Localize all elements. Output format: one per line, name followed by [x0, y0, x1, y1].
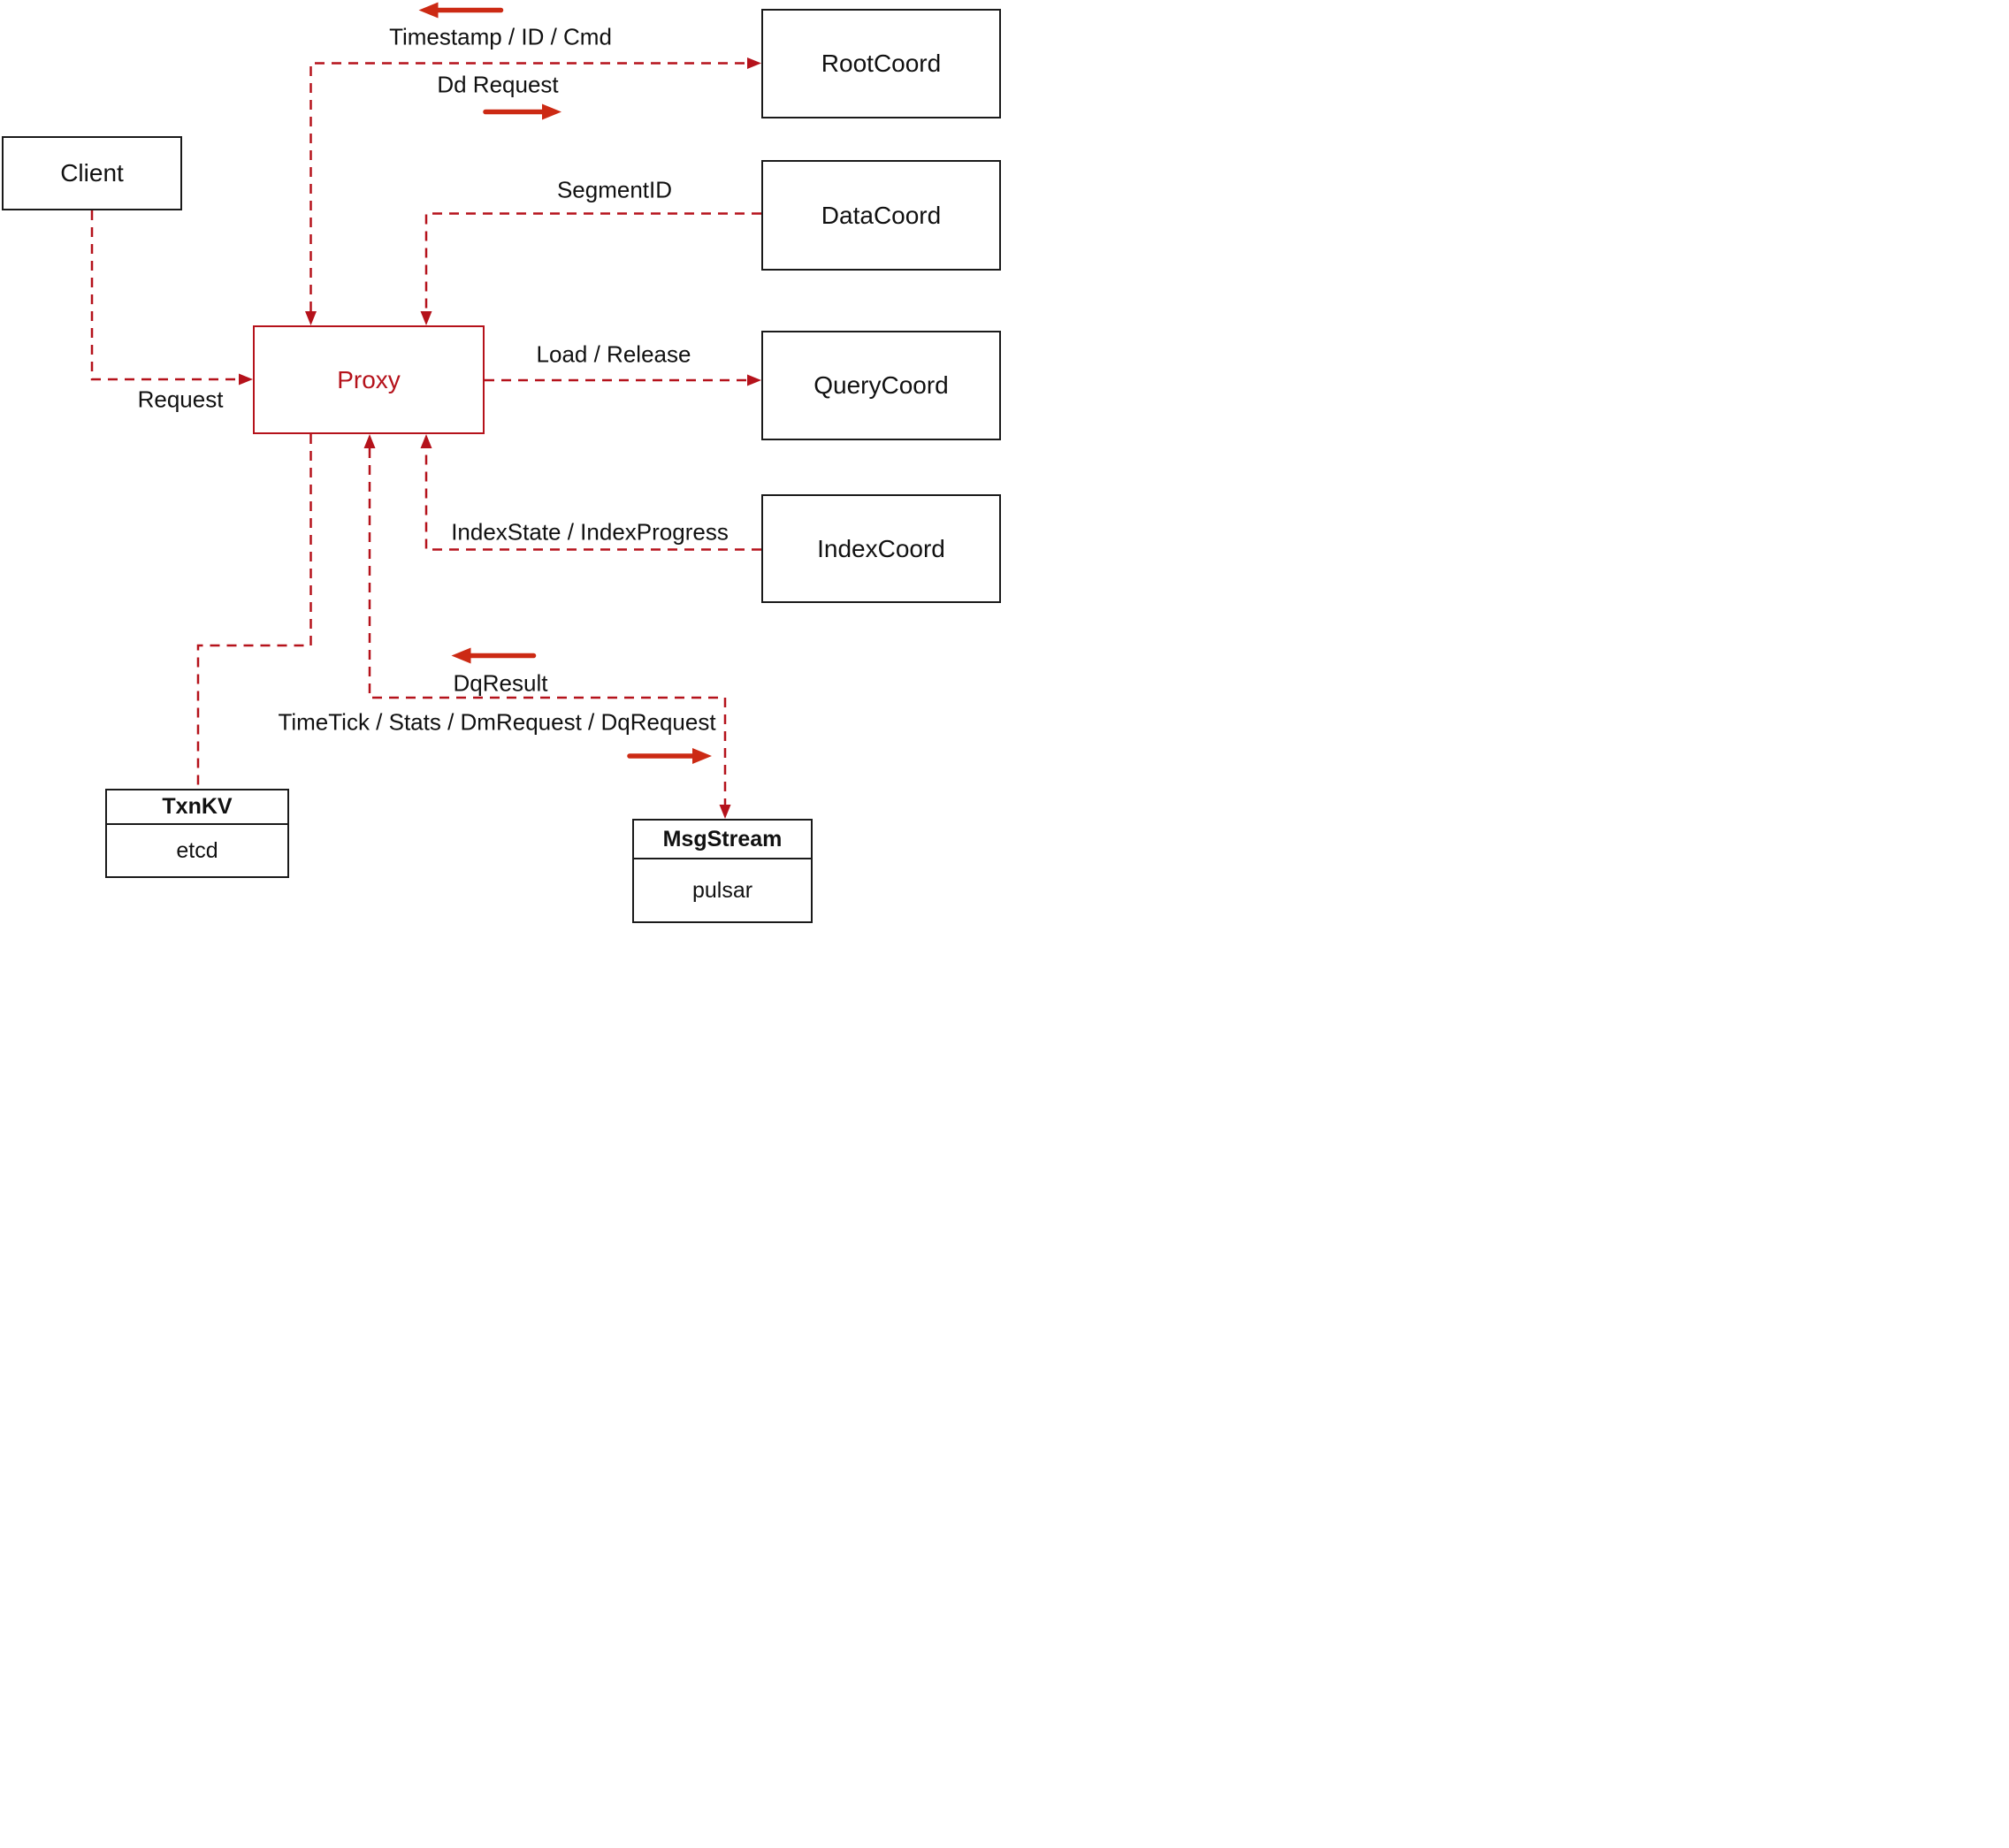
arrowhead-up-icon	[363, 434, 376, 448]
node-msgstream-title: MsgStream	[634, 821, 811, 859]
edge-proxy-txnkv	[196, 434, 312, 789]
diagram-edges	[90, 2, 761, 819]
node-datacoord-label: DataCoord	[821, 201, 942, 229]
node-txnkv-title: TxnKV	[107, 790, 287, 825]
arrowhead-right-icon	[747, 57, 761, 69]
node-indexcoord-label: IndexCoord	[817, 534, 945, 562]
node-querycoord-label: QueryCoord	[814, 371, 949, 399]
edge-proxy-rootcoord	[305, 57, 761, 325]
edge-indexcoord-proxy	[420, 434, 761, 551]
arrowhead-right-icon	[239, 373, 253, 386]
arrow-left-icon	[418, 2, 504, 19]
arrowhead-down-icon	[305, 311, 317, 325]
node-msgstream-subtitle: pulsar	[691, 877, 753, 903]
architecture-diagram: Client Proxy RootCoord DataCoord QueryCo…	[0, 0, 1004, 924]
node-proxy-label: Proxy	[337, 365, 401, 393]
edge-label-timestamp: Timestamp / ID / Cmd	[389, 23, 612, 50]
node-txnkv: TxnKV etcd	[105, 789, 289, 878]
edge-proxy-querycoord	[485, 374, 761, 386]
node-datacoord: DataCoord	[761, 160, 1001, 271]
arrow-right-icon	[483, 103, 561, 120]
node-client: Client	[2, 136, 182, 210]
edge-label-time-tick: TimeTick / Stats / DmRequest / DqRequest	[278, 708, 716, 736]
edge-datacoord-proxy	[420, 212, 761, 325]
node-indexcoord: IndexCoord	[761, 494, 1001, 603]
edge-label-load-release: Load / Release	[536, 340, 691, 368]
arrowhead-down-icon	[719, 805, 731, 819]
edge-client-proxy	[90, 210, 253, 386]
edge-label-dd-request: Dd Request	[437, 71, 559, 98]
node-msgstream: MsgStream pulsar	[632, 819, 813, 923]
arrowhead-right-icon	[747, 374, 761, 386]
arrowhead-up-icon	[420, 434, 432, 448]
node-txnkv-subtitle: etcd	[176, 837, 218, 863]
node-client-label: Client	[60, 159, 124, 187]
arrowhead-down-icon	[420, 311, 432, 325]
node-rootcoord: RootCoord	[761, 9, 1001, 118]
arrow-left-icon	[451, 647, 537, 664]
node-rootcoord-label: RootCoord	[821, 50, 942, 77]
edge-label-index-state: IndexState / IndexProgress	[451, 518, 729, 546]
edge-label-dq-result: DqResult	[453, 669, 548, 697]
arrow-right-icon	[627, 748, 712, 764]
edge-label-request: Request	[137, 386, 224, 413]
node-proxy: Proxy	[253, 325, 485, 434]
node-querycoord: QueryCoord	[761, 331, 1001, 440]
edge-proxy-msgstream	[363, 434, 731, 819]
edge-label-segment-id: SegmentID	[556, 176, 673, 203]
